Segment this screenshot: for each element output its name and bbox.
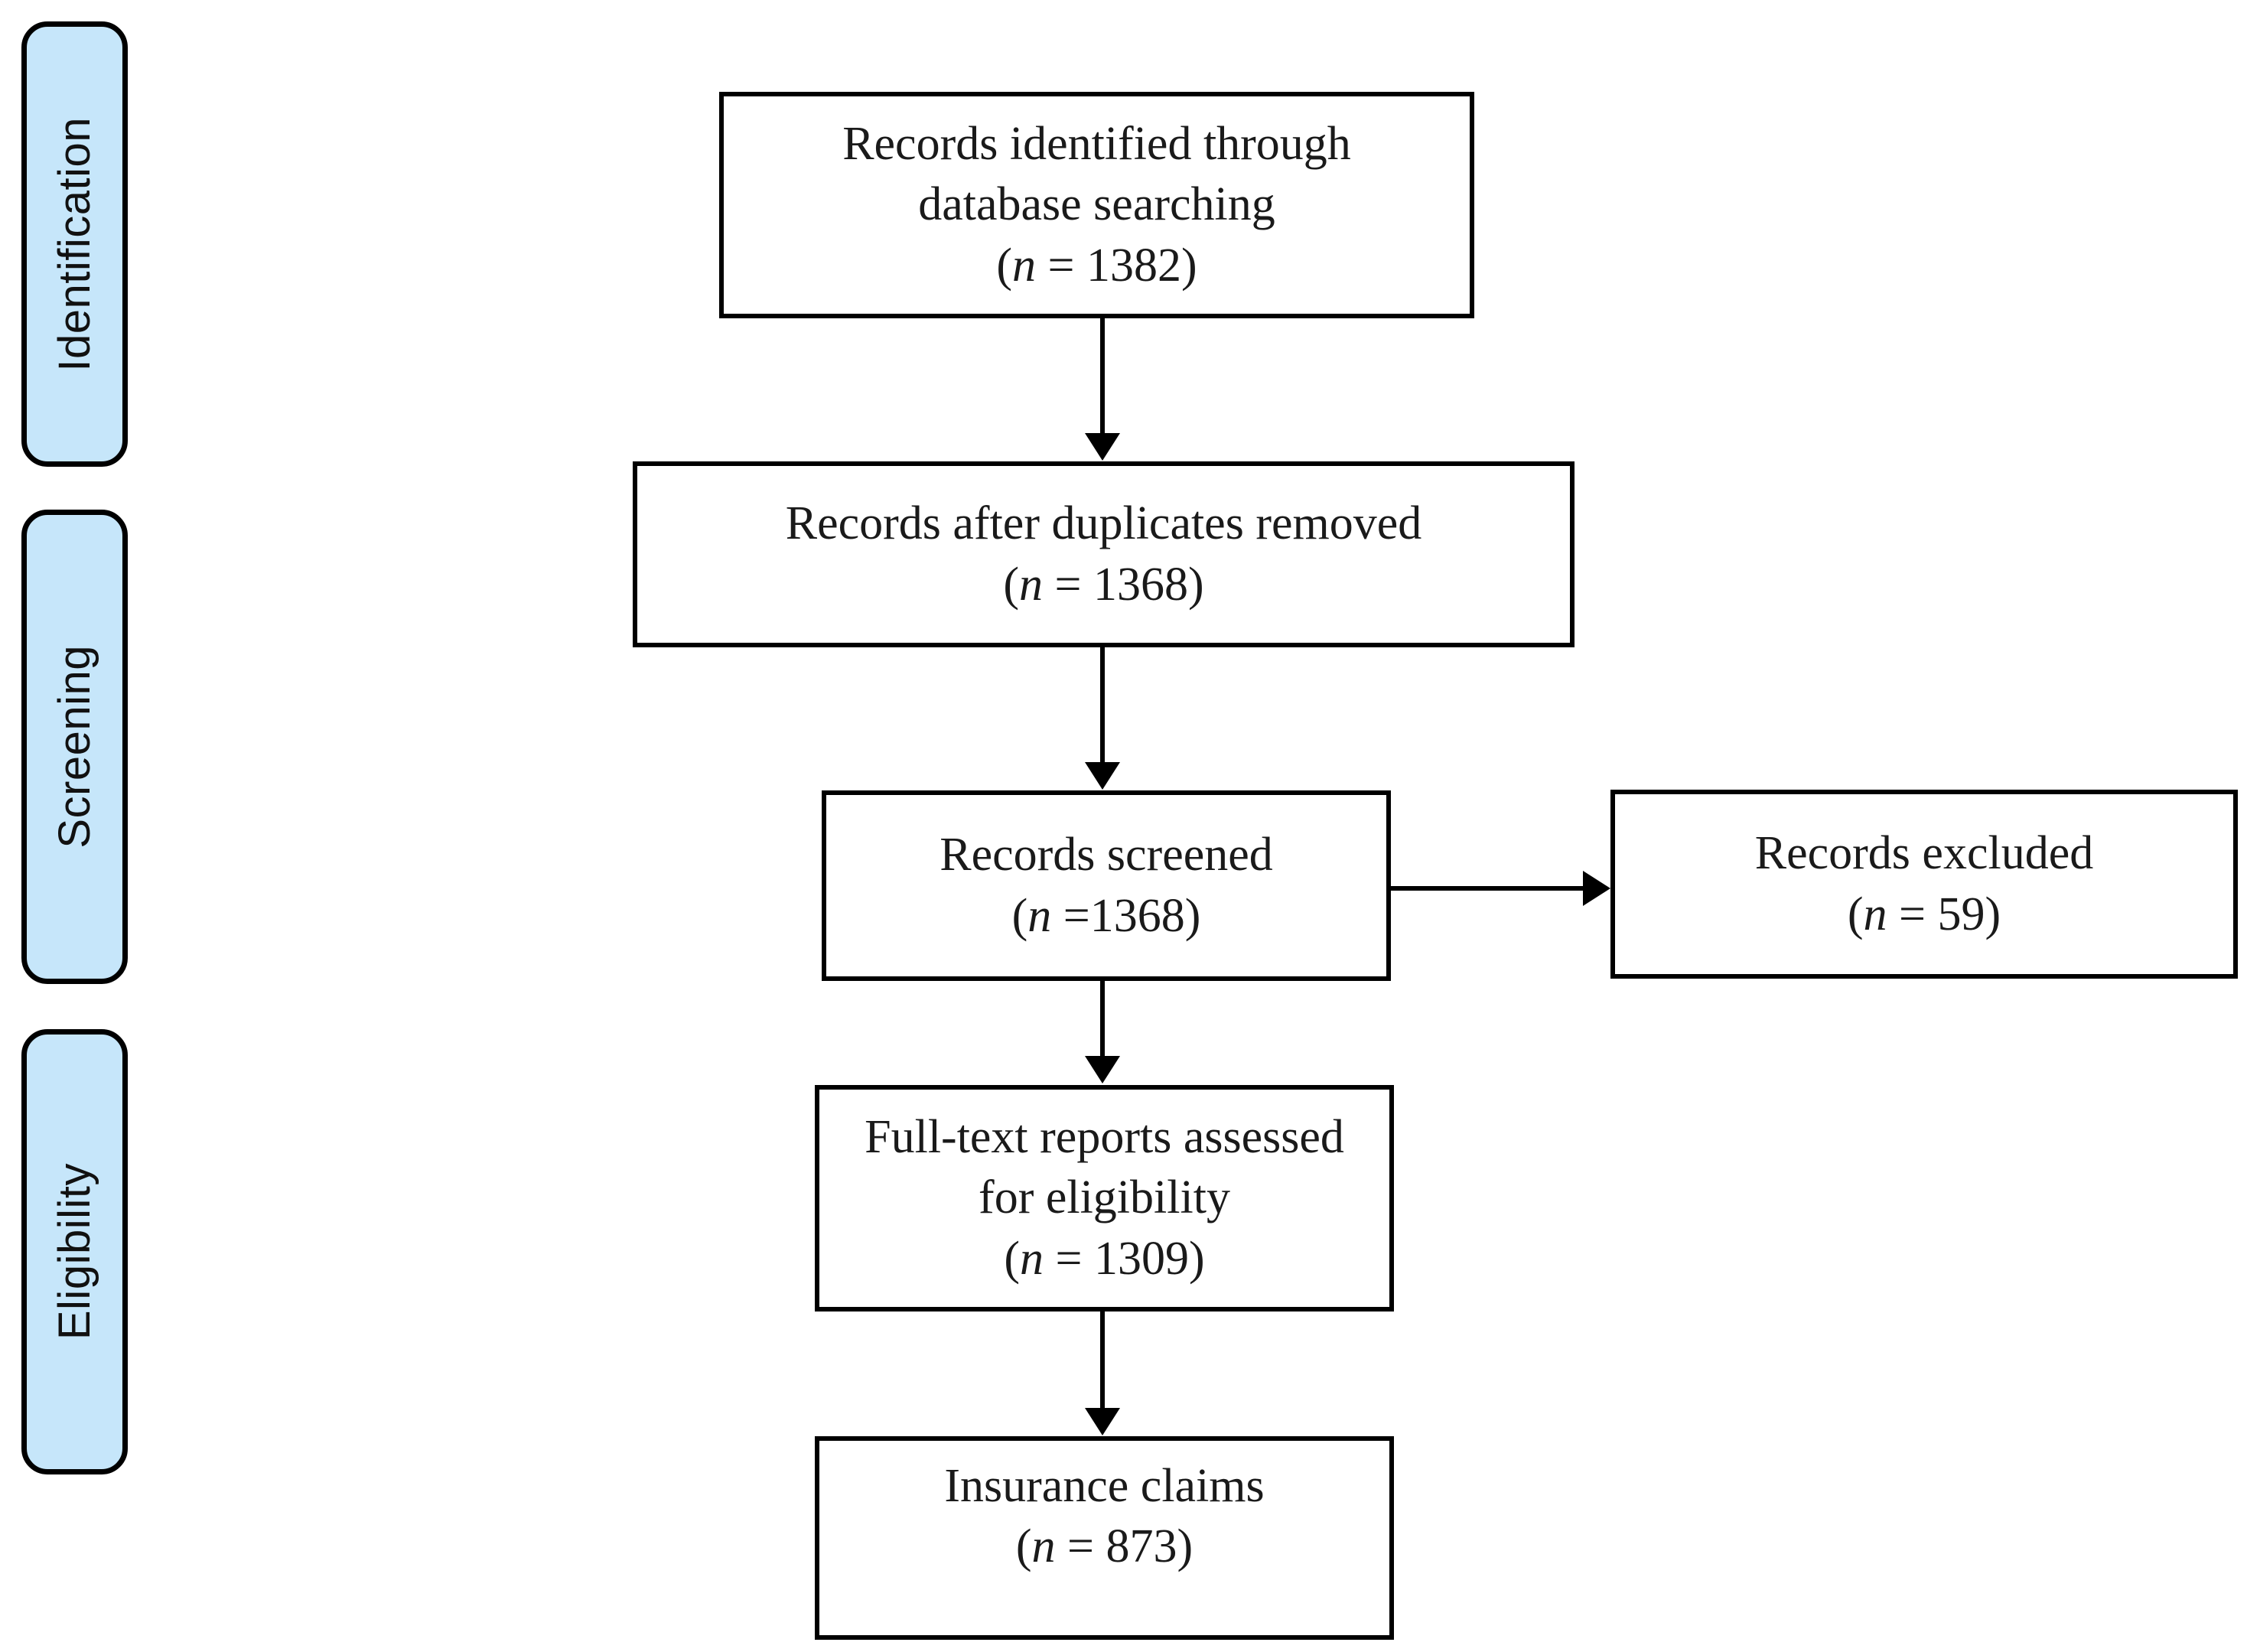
- box-records-excluded-label: Records excluded: [1754, 827, 2094, 880]
- connector-screened-to-fulltext-arrowhead: [1085, 1056, 1120, 1083]
- box-insurance-claims: Insurance claims(n = 873): [815, 1436, 1394, 1640]
- box-records-after-duplicates-text: Records after duplicates removed(n = 136…: [772, 494, 1436, 615]
- stage-label-screening: Screening: [21, 510, 128, 984]
- box-records-screened: Records screened(n =1368): [822, 790, 1391, 981]
- count-open-paren: (: [1011, 889, 1028, 942]
- connector-screened-to-excluded-line: [1391, 886, 1584, 891]
- stage-label-eligibility-text: Eligibility: [50, 1163, 99, 1341]
- box-full-text-assessed: Full-text reports assessed for eligibili…: [815, 1085, 1394, 1311]
- box-records-identified-label: Records identified through database sear…: [842, 117, 1351, 231]
- connector-duplicates-to-screened-line: [1100, 647, 1105, 764]
- connector-fulltext-to-claims-line: [1100, 1311, 1105, 1409]
- count-n-symbol: n: [1031, 1520, 1056, 1572]
- box-records-identified-text: Records identified through database sear…: [829, 114, 1365, 296]
- count-n-symbol: n: [1027, 889, 1052, 942]
- box-records-excluded: Records excluded(n = 59): [1610, 790, 2238, 979]
- count-value: = 59): [1887, 888, 2001, 940]
- count-open-paren: (: [1847, 888, 1864, 940]
- stage-label-identification: Identification: [21, 21, 128, 467]
- connector-screened-to-fulltext-line: [1100, 981, 1105, 1057]
- count-n-symbol: n: [1012, 239, 1037, 292]
- count-value: =1368): [1051, 889, 1201, 942]
- count-value: = 1382): [1036, 239, 1197, 292]
- box-full-text-assessed-label: Full-text reports assessed for eligibili…: [865, 1110, 1344, 1224]
- box-insurance-claims-label: Insurance claims: [944, 1459, 1265, 1512]
- connector-fulltext-to-claims-arrowhead: [1085, 1408, 1120, 1435]
- count-value: = 1368): [1043, 558, 1204, 611]
- box-records-identified-count: (n = 1382): [842, 236, 1351, 296]
- box-records-after-duplicates: Records after duplicates removed(n = 136…: [633, 461, 1575, 647]
- connector-duplicates-to-screened-arrowhead: [1085, 762, 1120, 790]
- box-records-excluded-count: (n = 59): [1755, 885, 2093, 945]
- count-n-symbol: n: [1019, 558, 1044, 611]
- box-full-text-assessed-count: (n = 1309): [865, 1229, 1344, 1289]
- box-insurance-claims-count: (n = 873): [944, 1517, 1264, 1577]
- box-records-after-duplicates-label: Records after duplicates removed: [785, 497, 1422, 550]
- count-value: = 873): [1055, 1520, 1194, 1572]
- connector-identified-to-duplicates-line: [1100, 318, 1105, 435]
- box-insurance-claims-text: Insurance claims(n = 873): [930, 1456, 1278, 1578]
- box-records-screened-label: Records screened: [940, 829, 1273, 881]
- box-records-screened-text: Records screened(n =1368): [926, 825, 1287, 947]
- count-open-paren: (: [996, 239, 1013, 292]
- box-records-excluded-text: Records excluded(n = 59): [1741, 823, 2107, 945]
- connector-screened-to-excluded-arrowhead: [1583, 871, 1610, 906]
- count-value: = 1309): [1044, 1232, 1205, 1285]
- stage-label-identification-text: Identification: [50, 116, 99, 372]
- connector-identified-to-duplicates-arrowhead: [1085, 433, 1120, 461]
- count-n-symbol: n: [1020, 1232, 1044, 1285]
- box-full-text-assessed-text: Full-text reports assessed for eligibili…: [851, 1107, 1358, 1289]
- box-records-identified: Records identified through database sear…: [719, 92, 1474, 318]
- stage-label-eligibility: Eligibility: [21, 1029, 128, 1474]
- count-open-paren: (: [1015, 1520, 1032, 1572]
- box-records-after-duplicates-count: (n = 1368): [786, 555, 1422, 615]
- count-open-paren: (: [1004, 1232, 1021, 1285]
- count-open-paren: (: [1003, 558, 1020, 611]
- count-n-symbol: n: [1863, 888, 1887, 940]
- box-records-screened-count: (n =1368): [940, 886, 1273, 947]
- stage-label-screening-text: Screening: [50, 645, 99, 849]
